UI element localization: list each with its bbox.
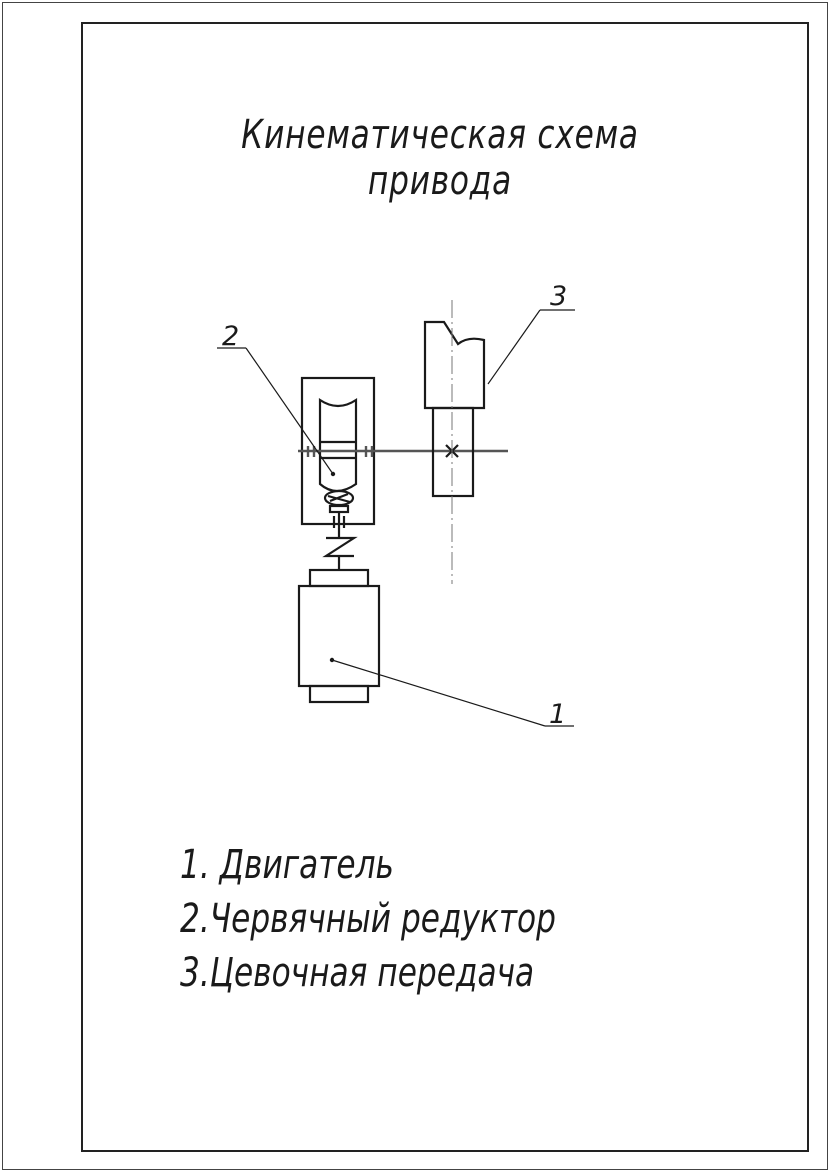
- motor-flange-bottom: [308, 684, 370, 704]
- leader-transmission: [487, 309, 541, 385]
- output-shaft: [298, 446, 508, 457]
- drawing-frame: [81, 22, 809, 1152]
- worm-reducer: [300, 376, 376, 570]
- callout-1: 1: [549, 699, 566, 730]
- callout-2: 2: [222, 321, 239, 352]
- motor-flange-top: [308, 568, 370, 588]
- pin-transmission: [423, 320, 486, 498]
- electric-motor: [297, 568, 381, 704]
- leader-motor: [331, 659, 546, 727]
- legend: 1. Двигатель 2.Червячный редуктор 3.Цево…: [180, 838, 740, 1000]
- pin-rack: [423, 320, 486, 410]
- worm-wheel: [318, 397, 358, 493]
- legend-item-reducer: 2.Червячный редуктор: [180, 896, 556, 942]
- pin-wheel: [431, 406, 475, 498]
- drawing-title: Кинематическая схема привода: [241, 112, 639, 204]
- legend-item-transmission: 3.Цевочная передача: [180, 950, 535, 996]
- callout-3: 3: [550, 281, 567, 312]
- legend-item-motor: 1. Двигатель: [180, 842, 394, 888]
- elastic-coupling: [322, 536, 358, 558]
